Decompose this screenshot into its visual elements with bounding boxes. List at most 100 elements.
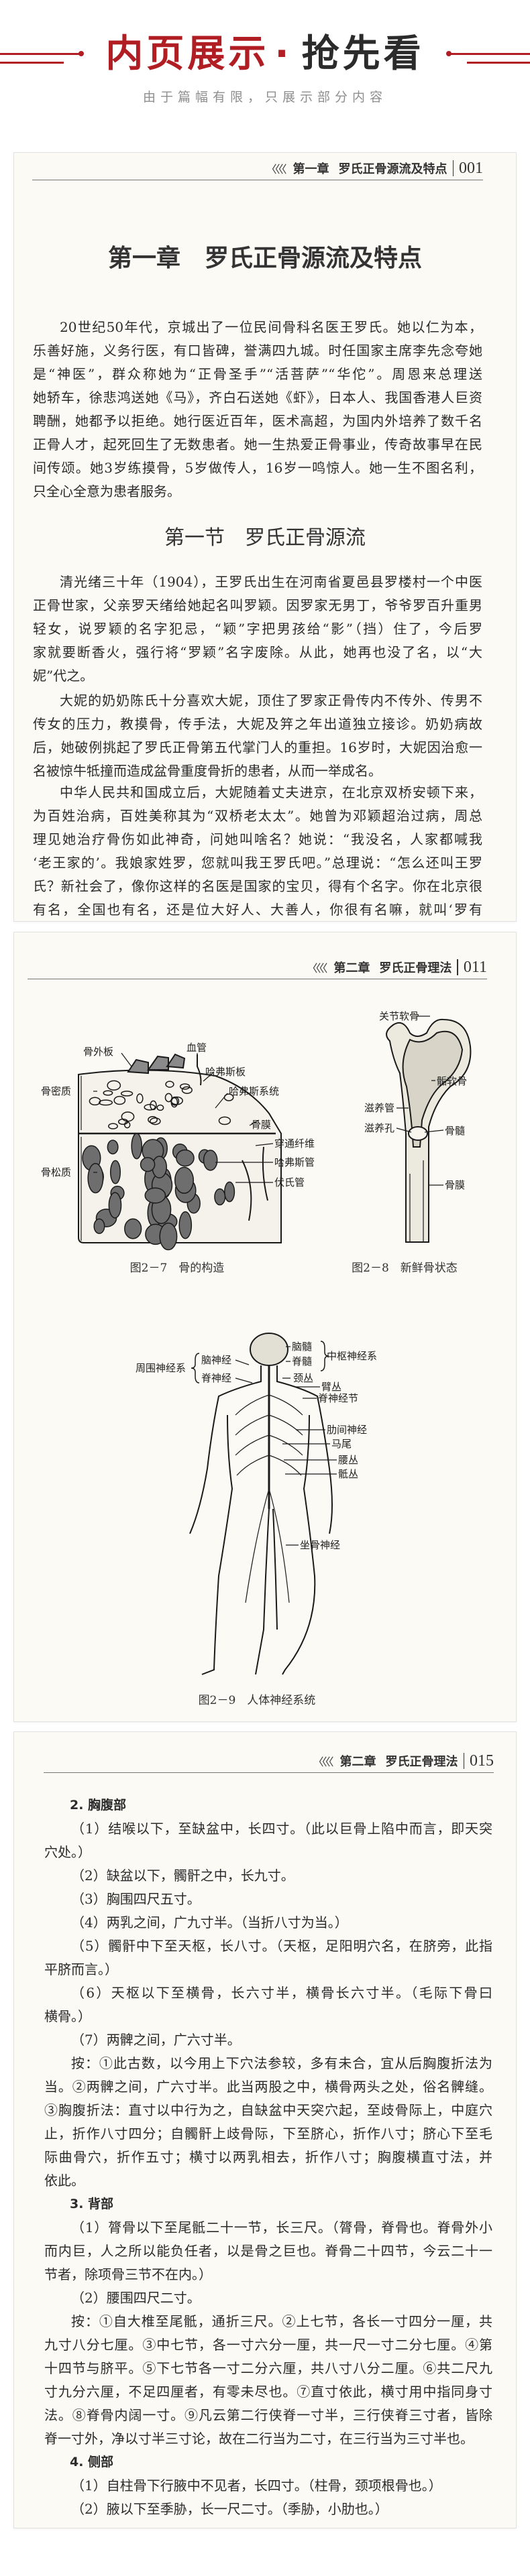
- text-line: （4）两乳之间，广九寸半。（当折八寸为当。）: [71, 1914, 348, 1930]
- text-line: （1）自柱骨下行腋中不见者，长四寸。（柱骨，颈项根骨也。）: [71, 2477, 442, 2494]
- paragraph: （1）膂骨以下至尾骶二十一节，长三尺。（膂骨，脊骨也。脊骨外小而内巨，人之所以能…: [44, 2216, 492, 2286]
- header-title: 罗氏正骨源流及特点: [338, 162, 447, 176]
- paragraph: 按：①此古数，以今用上下穴法参较，多有未合，宜从后胸腹折法为当。②两髀之间，广六…: [44, 2052, 492, 2193]
- bone-pore: [150, 1117, 161, 1125]
- label-peripheral-nervous-system: 周围神经系: [136, 1362, 187, 1374]
- bone-pore: [144, 1187, 166, 1204]
- label-blood-vessel: 血管: [187, 1042, 207, 1054]
- text-line: 传女的压力，教摸骨，传手法，大妮及笄之年出道独立接诊。奶奶病故: [33, 716, 482, 732]
- label-brain: 脑髓: [292, 1341, 313, 1353]
- bone-pore: [87, 1163, 104, 1194]
- bone-pore: [99, 1099, 113, 1106]
- page-number: 015: [470, 1752, 494, 1770]
- label-intercostal-nerves: 肋间神经: [327, 1424, 368, 1436]
- label-lumbar-plexus: 腰丛: [338, 1454, 359, 1466]
- decorative-dot: [446, 51, 452, 56]
- text-line: 寸九分六厘，不足四厘者，有零未尽也。⑦直寸依此，横寸用中指同身寸: [44, 2384, 492, 2400]
- label-nutrient-foramen: 滋养孔: [364, 1122, 395, 1134]
- page-number: 011: [463, 958, 487, 976]
- text-line: 聘酬，她都予以拒绝。她行医近百年，医术高超，为国内外培养了数千名: [33, 413, 482, 429]
- text-line: 十四节与脐平。⑤下七节各一寸二分六厘，共八寸八分二厘。⑥共二尺九: [44, 2360, 492, 2376]
- text-line: 名被惊牛牴撞而造成盆骨重度骨折的患者，从而一举成名。: [33, 763, 382, 779]
- decorative-line: [0, 62, 64, 64]
- header-title: 罗氏正骨理法: [379, 961, 452, 975]
- bone-pore: [170, 1097, 178, 1108]
- subsection-heading: 2. 胸腹部: [70, 1798, 127, 1813]
- bone-pore: [107, 1080, 121, 1091]
- text-line: （2）腰围四尺二寸。: [71, 2290, 201, 2306]
- paragraph: 中华人民共和国成立后，大妮随着丈夫进京，在北京双桥安顿下来，为百姓治病，百姓美称…: [33, 781, 482, 921]
- paragraph: （1）自柱骨下行腋中不见者，长四寸。（柱骨，颈项根骨也。）: [44, 2474, 492, 2498]
- text-line: 是“神医”，群众称她为“正骨圣手”“活菩萨”“华佗”。周恩来总理送: [33, 366, 482, 382]
- label-epiphyseal-cartilage: 骺软骨: [437, 1075, 468, 1087]
- decorative-line: [449, 53, 530, 55]
- text-line: 间传颂。她3岁练摸骨，5岁做传人，16岁一鸣惊人。她一生不图名利，: [33, 460, 482, 476]
- text-line: 法。⑧脊骨内阔一寸。⑨凡云第二行侠脊一寸半，三行侠脊三寸者，皆除: [44, 2407, 492, 2423]
- bone-structure-illustration: [78, 1052, 282, 1251]
- label-periosteum: 骨膜: [445, 1179, 466, 1191]
- bone-pore: [140, 1157, 156, 1172]
- bone-pore: [203, 1150, 218, 1171]
- header-divider: [463, 1753, 464, 1769]
- label-spinal-cord: 脊髓: [292, 1355, 313, 1367]
- page-body: 2. 胸腹部 （1）结喉以下，至缺盆中，长四寸。（此以巨骨上陷中而言，即天突穴处。…: [44, 1794, 492, 2521]
- text-line: 理见她治疗骨伤如此神奇，问她叫啥名？她说：“我没名，人家都喊我: [33, 831, 482, 847]
- text-line: （7）两髀之间，广六寸半。: [71, 2032, 241, 2048]
- text-line: 大妮的奶奶陈氏十分喜欢大妮，顶住了罗家正骨传内不传外、传男不: [60, 692, 482, 709]
- paragraph: （1）结喉以下，至缺盆中，长四寸。（此以巨骨上陷中而言，即天突穴处。）: [44, 1817, 492, 1864]
- decorative-line: [0, 53, 81, 55]
- text-line: （6）天枢以下至横骨，长六寸半，横骨长六寸半。（毛际下骨曰: [71, 1985, 492, 2001]
- text-line: 按：①此古数，以今用上下穴法参较，多有未合，宜从后胸腹折法为: [71, 2055, 492, 2071]
- banner-title-dot: ·: [274, 32, 293, 76]
- figure-caption: 图2－7 骨的构造: [129, 1262, 225, 1275]
- text-line: 平脐而言。）: [44, 1961, 118, 1977]
- text-line: （1）结喉以下，至缺盆中，长四寸。（此以巨骨上陷中而言，即天突: [71, 1821, 492, 1837]
- figure-caption: 图2－8 新鲜骨状态: [352, 1262, 458, 1275]
- nervous-system-illustration: [189, 1333, 337, 1675]
- bone-pore: [136, 1093, 144, 1104]
- text-line: 按：①自大椎至尾骶，通折三尺。②上七节，各长一寸四分一厘，共: [71, 2313, 492, 2329]
- chevrons-icon: 〈〈〈〈: [313, 1756, 333, 1768]
- bone-pore: [165, 1081, 174, 1088]
- label-haversian-canal: 哈弗斯管: [274, 1156, 315, 1168]
- text-line: 九寸八分七厘。③中七节，各一寸六分一厘，共一尺一寸二分七厘。④第: [44, 2337, 492, 2353]
- text-line: 脊一寸外，净以寸半三寸论，故在二行当为二寸，在三行当为三寸半也。: [44, 2431, 474, 2447]
- text-line: 横骨。）: [44, 2008, 91, 2024]
- label-volkmann-canal: 伏氏管: [274, 1176, 305, 1188]
- text-line: 止，折作八寸四分；自髑骭上歧骨际，下至脐心，折作八寸；脐心下至毛: [44, 2126, 492, 2142]
- chevrons-icon: 〈〈〈〈: [307, 962, 327, 975]
- header-divider: [457, 959, 458, 975]
- label-haversian-lamella: 哈弗斯板: [205, 1066, 246, 1078]
- paragraph: 大妮的奶奶陈氏十分喜欢大妮，顶住了罗家正骨传内不传外、传男不传女的压力，教摸骨，…: [33, 689, 482, 783]
- text-line: 家就要断香火，强行将“罗颖”名字废除。从此，她再也没了名，以“大: [33, 644, 482, 660]
- paragraph: （2）缺盆以下，髑骭之中，长九寸。: [44, 1864, 492, 1888]
- running-header: 〈〈〈〈 第二章 罗氏正骨理法 015: [44, 1750, 494, 1773]
- text-line: 她轿车，徐悲鸿送她《马》，齐白石送她《虾》，日本人、我国香港人巨资: [33, 389, 482, 406]
- label-periosteum: 骨膜: [251, 1119, 272, 1131]
- label-nutrient-canal: 滋养管: [364, 1102, 395, 1114]
- paragraph: （2）腰围四尺二寸。: [44, 2286, 492, 2310]
- text-line: （2）缺盆以下，髑骭之中，长九寸。: [71, 1867, 295, 1884]
- text-line: 中华人民共和国成立后，大妮随着丈夫进京，在北京双桥安顿下来，: [60, 784, 482, 800]
- decorative-line: [467, 62, 530, 64]
- bone-pore: [93, 1218, 105, 1234]
- page-preview-015: 〈〈〈〈 第二章 罗氏正骨理法 015 2. 胸腹部 （1）结喉以下，至缺盆中，长…: [13, 1731, 517, 2528]
- subsection-heading: 4. 侧部: [70, 2455, 114, 2469]
- bone-pore: [107, 1140, 119, 1155]
- label-sacral-plexus: 骶丛: [338, 1468, 359, 1480]
- label-perforating-fibers: 穿通纤维: [274, 1138, 315, 1150]
- header-chapter: 第二章: [333, 961, 370, 975]
- bone-pore: [113, 1095, 126, 1105]
- banner-title: 内页展示·抢先看: [0, 31, 530, 78]
- banner-subtitle: 由于篇幅有限，只展示部分内容: [142, 90, 387, 105]
- label-spinal-ganglion: 脊神经节: [318, 1392, 359, 1404]
- text-line: 而内巨，人之所以能负任者，以是骨之巨也。脊骨二十四节，今云二十一: [44, 2243, 492, 2259]
- label-compact-bone: 骨密质: [41, 1085, 72, 1097]
- femur-illustration: [386, 1016, 472, 1243]
- bone-pore: [144, 1103, 156, 1111]
- header-title: 罗氏正骨理法: [385, 1755, 458, 1769]
- label-spinal-nerves: 脊神经: [201, 1372, 232, 1384]
- label-brachial-plexus: 臂丛: [321, 1381, 342, 1393]
- bone-pore: [174, 1166, 195, 1194]
- paragraph: 20世纪50年代，京城出了一位民间骨科名医王罗氏。她以仁为本，乐善好施，义务行医…: [33, 316, 482, 503]
